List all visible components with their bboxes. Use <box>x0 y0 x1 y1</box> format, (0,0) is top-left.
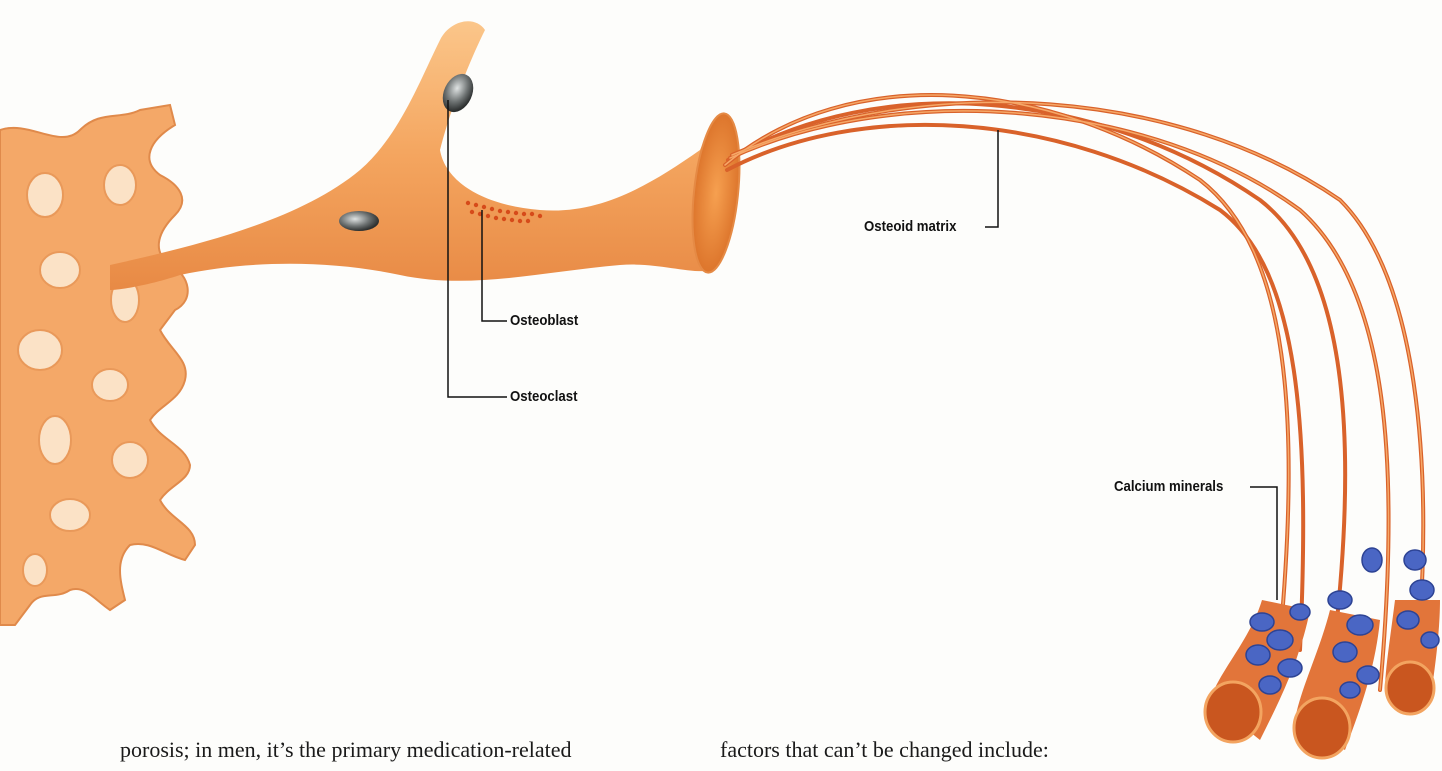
leader-osteoid-matrix <box>985 130 998 227</box>
osteoid-fibers <box>725 95 1423 690</box>
label-osteoblast: Osteoblast <box>510 312 578 329</box>
label-calcium-minerals: Calcium minerals <box>1114 478 1223 495</box>
osteoclast-cell <box>339 211 379 231</box>
bone-trabecula <box>110 21 746 290</box>
body-text-left: porosis; in men, it’s the primary medica… <box>120 737 572 763</box>
label-osteoid-matrix: Osteoid matrix <box>864 218 956 235</box>
body-text-right: factors that can’t be changed include: <box>720 737 1049 763</box>
label-osteoclast: Osteoclast <box>510 388 577 405</box>
mineralized-bundles <box>1205 548 1440 758</box>
leader-calcium-minerals <box>1250 487 1277 600</box>
